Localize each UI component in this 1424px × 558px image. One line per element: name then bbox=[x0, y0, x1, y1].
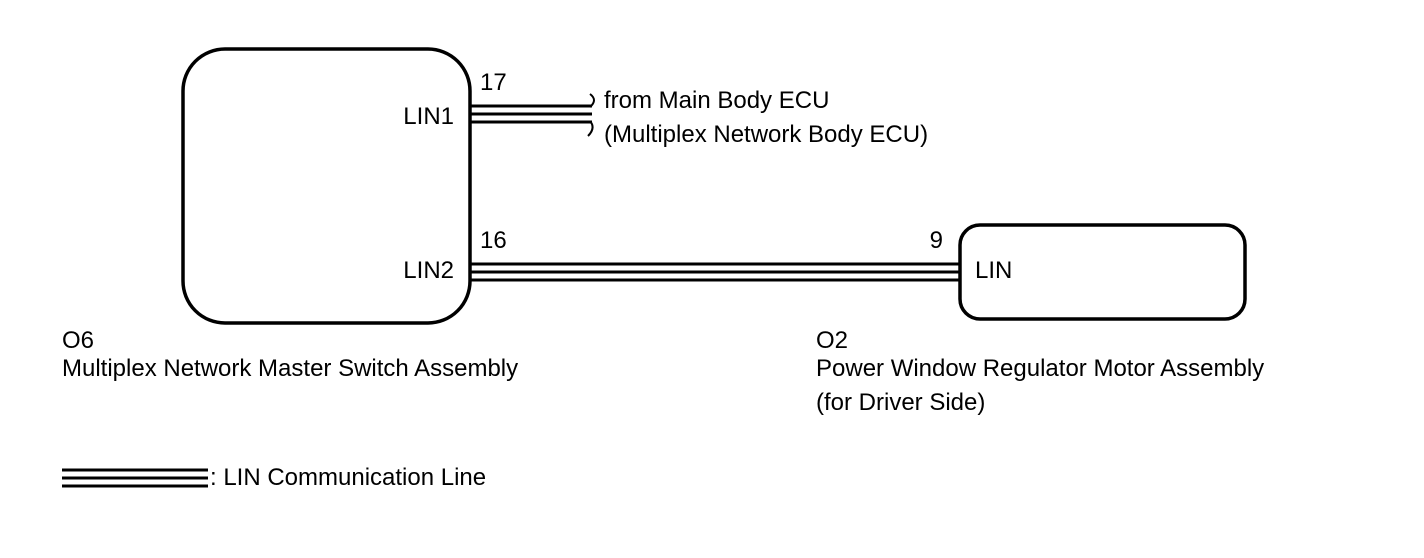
master-switch-box bbox=[181, 47, 472, 325]
pin-label-motor: LIN bbox=[975, 257, 1012, 284]
motor-name: Power Window Regulator Motor Assembly bbox=[816, 355, 1264, 382]
lin1-wire bbox=[470, 104, 592, 124]
wire-break-mark-bottom bbox=[587, 120, 594, 137]
master-switch-name: Multiplex Network Master Switch Assembly bbox=[62, 355, 518, 382]
external-ecu-line2: (Multiplex Network Body ECU) bbox=[604, 121, 928, 148]
pin-label-lin1: LIN1 bbox=[403, 103, 454, 130]
motor-connector: O2 bbox=[816, 327, 848, 354]
legend-line-symbol bbox=[62, 468, 208, 488]
pin-number-lin1: 17 bbox=[480, 69, 507, 96]
master-switch-connector: O6 bbox=[62, 327, 94, 354]
pin-number-motor: 9 bbox=[930, 227, 943, 254]
lin2-wire bbox=[470, 262, 960, 282]
motor-qualifier: (for Driver Side) bbox=[816, 389, 985, 416]
pin-label-lin2: LIN2 bbox=[403, 257, 454, 284]
legend-text: : LIN Communication Line bbox=[210, 464, 486, 491]
external-ecu-line1: from Main Body ECU bbox=[604, 87, 829, 114]
wire-break-mark-top bbox=[589, 93, 595, 108]
pin-number-lin2: 16 bbox=[480, 227, 507, 254]
